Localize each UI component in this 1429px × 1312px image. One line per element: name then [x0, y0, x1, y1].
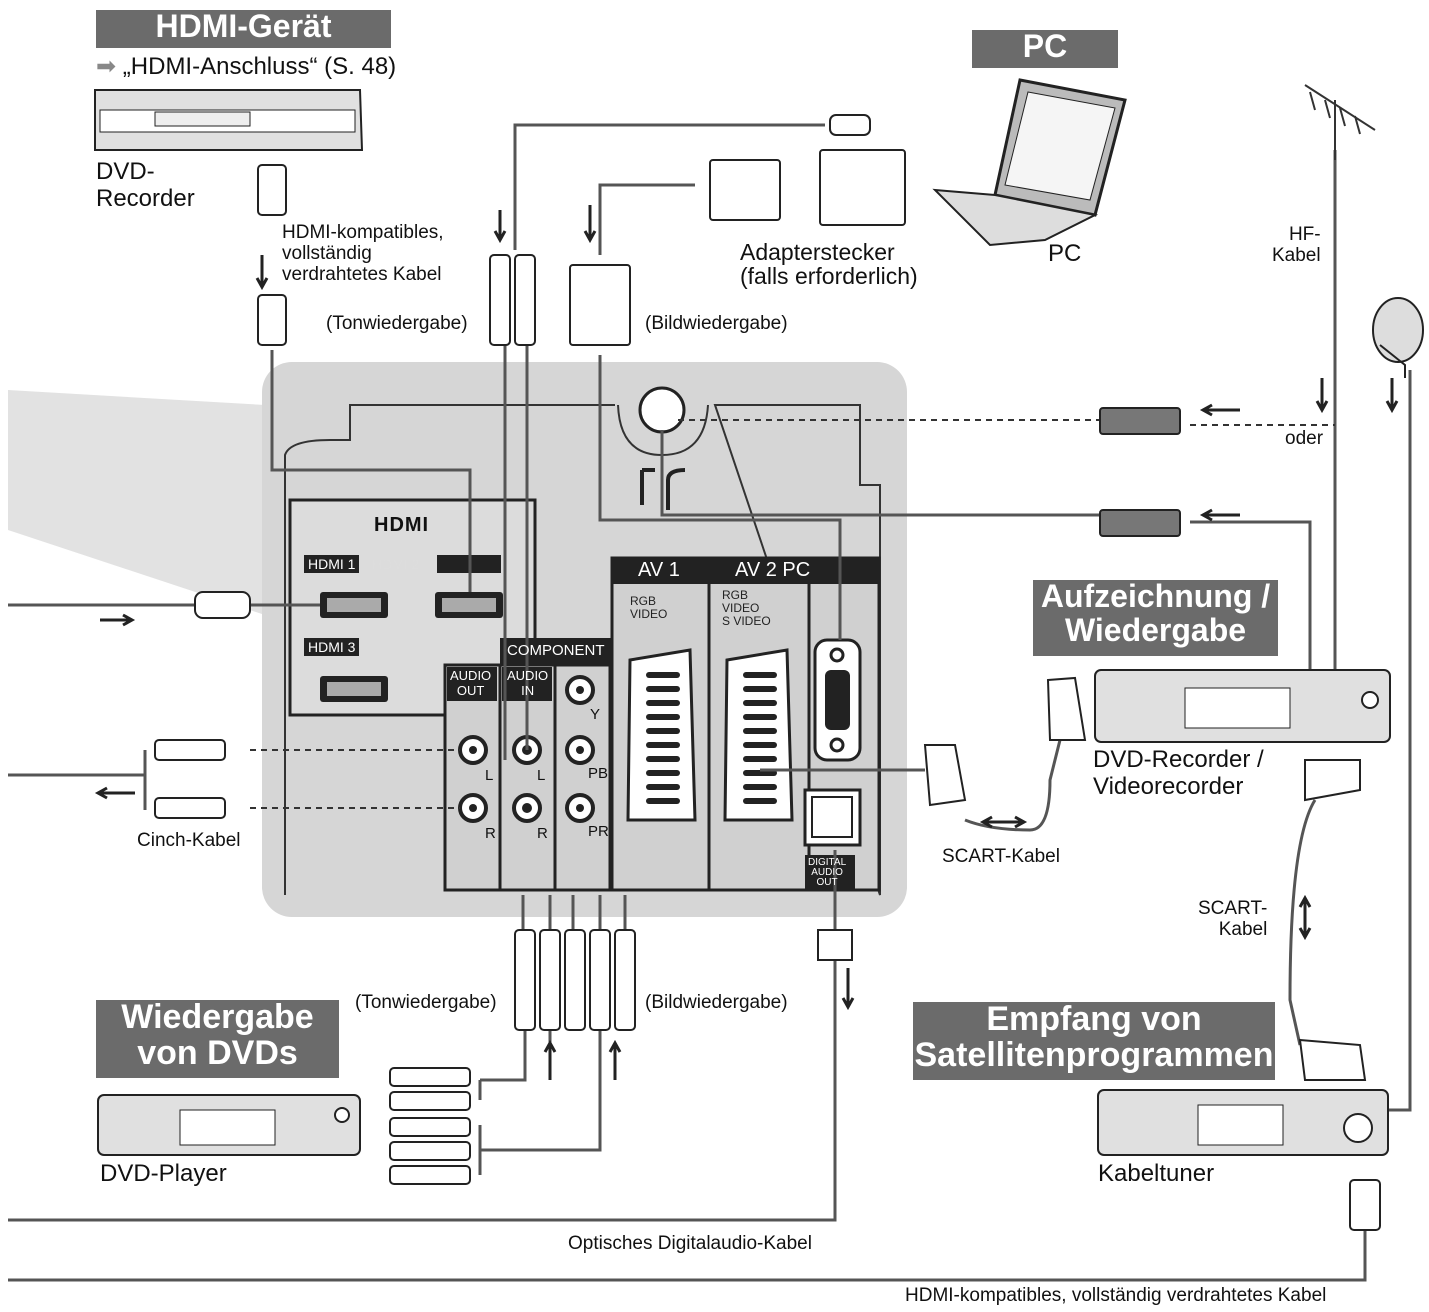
- label-hdmi-bottom: HDMI-kompatibles, vollständig verdrahtet…: [905, 1285, 1327, 1306]
- jack-label-pb: PB: [588, 765, 609, 782]
- av1-label: AV 1: [638, 559, 680, 581]
- label-bildwiedergabe-bottom: (Bildwiedergabe): [645, 992, 788, 1013]
- device-dvd-player: DVD-Player: [100, 1160, 227, 1187]
- jack-label-r-out: R: [485, 825, 496, 842]
- jack-label-l-out: L: [485, 767, 494, 784]
- device-dvd-recorder-top: DVD- Recorder: [96, 158, 195, 212]
- banner-hdmi-geraet: HDMI-Gerät: [96, 9, 391, 48]
- cable-tuner-device: [1097, 1089, 1389, 1156]
- hdmi3-label: HDMI 3: [304, 638, 360, 656]
- hdmi1-label: HDMI 1: [304, 555, 360, 573]
- hdmi-logo: HDMI: [374, 514, 430, 536]
- label-bildwiedergabe-top: (Bildwiedergabe): [645, 313, 788, 334]
- tv-side-wedge: [8, 390, 265, 615]
- device-dvd-recorder-right: DVD-Recorder / Videorecorder: [1093, 746, 1264, 800]
- label-scart: SCART-Kabel: [942, 846, 1060, 867]
- banner-satellit: Empfang von Satellitenprogrammen: [913, 1001, 1275, 1080]
- antenna-socket[interactable]: [638, 386, 686, 434]
- label-adapter: Adapterstecker (falls erforderlich): [740, 239, 918, 289]
- av2-header: [709, 558, 809, 584]
- satellite-dish-icon: [1372, 297, 1424, 378]
- audio-out-header: [447, 667, 497, 701]
- rca-jacks[interactable]: [458, 675, 595, 823]
- dvd-recorder-top-device: [94, 89, 364, 151]
- digital-out-label-bg: [805, 855, 855, 890]
- device-pc: PC: [1048, 240, 1082, 267]
- cable-hdmi-top: HDMI-kompatibles, vollständig verdrahtet…: [282, 222, 444, 285]
- plugs: [154, 114, 1381, 1231]
- digital-audio-label: DIGITAL AUDIO OUT: [808, 857, 847, 888]
- laptop-device: [932, 78, 1127, 247]
- scart-av1[interactable]: [626, 648, 697, 822]
- jack-label-l-in: L: [537, 767, 546, 784]
- label-tonwiedergabe-top: (Tonwiedergabe): [326, 313, 468, 334]
- hdmi2-label: HDMI 2: [372, 556, 420, 572]
- antenna-symbol-icon: [640, 468, 686, 510]
- label-oder: oder: [1285, 428, 1324, 449]
- antenna-icon: [1304, 84, 1376, 160]
- dvd-recorder-right-device: [1094, 669, 1391, 743]
- banner-aufzeichnung: Aufzeichnung / Wiedergabe: [1033, 579, 1278, 656]
- av1-header: [612, 558, 709, 584]
- label-scart-2: SCART- Kabel: [1198, 898, 1268, 940]
- component-header: [500, 638, 615, 664]
- scart-av2[interactable]: [723, 648, 794, 822]
- component-label: COMPONENT: [507, 642, 605, 659]
- label-hf-kabel: HF- Kabel: [1272, 224, 1321, 266]
- av2pc-label: AV 2 PC: [735, 559, 811, 581]
- jack-label-pr: PR: [588, 823, 609, 840]
- av3-header: [809, 558, 879, 584]
- jack-label-y: Y: [590, 706, 601, 723]
- av1-sub-label: RGB VIDEO: [630, 594, 668, 621]
- vga-port[interactable]: [813, 638, 862, 762]
- jack-label-r-in: R: [537, 825, 548, 842]
- banner-pc: PC: [972, 29, 1118, 68]
- arrows: [94, 205, 1399, 1080]
- av2-sub-label: RGB VIDEO S VIDEO: [722, 588, 771, 628]
- dvd-player-device: [97, 1094, 361, 1156]
- audio-in-label: AUDIO IN: [507, 668, 549, 698]
- device-cable-tuner: Kabeltuner: [1098, 1160, 1215, 1187]
- banner-wiedergabe-dvd: Wiedergabe von DVDs: [96, 999, 339, 1078]
- hdmi-reference: ➡ „HDMI-Anschluss“ (S. 48): [96, 53, 397, 80]
- label-cinch: Cinch-Kabel: [137, 830, 241, 851]
- audio-out-label: AUDIO OUT: [450, 668, 492, 698]
- optical-port[interactable]: [803, 788, 862, 847]
- label-optical-cable: Optisches Digitalaudio-Kabel: [568, 1233, 812, 1254]
- label-tonwiedergabe-bottom: (Tonwiedergabe): [355, 992, 497, 1013]
